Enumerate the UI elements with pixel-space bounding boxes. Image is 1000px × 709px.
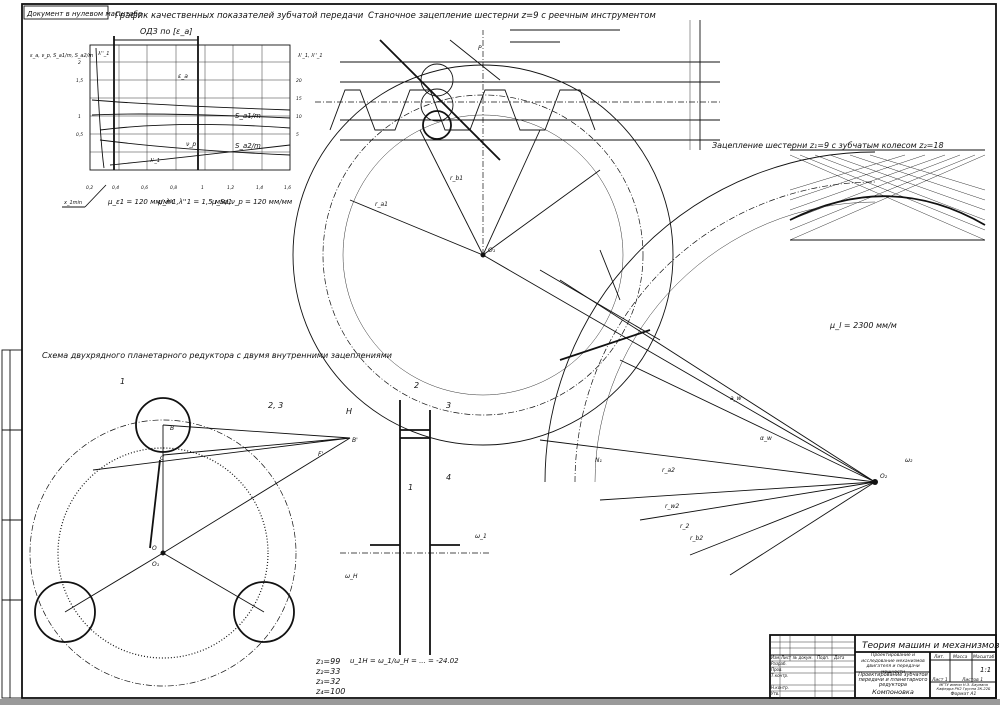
svg-text:r_b1: r_b1 xyxy=(450,175,463,182)
svg-text:B: B xyxy=(170,425,174,432)
stamp-box xyxy=(23,5,109,20)
svg-text:Н.контр.: Н.контр. xyxy=(771,685,789,690)
svg-text:C: C xyxy=(160,455,165,462)
svg-text:N₁: N₁ xyxy=(595,457,602,464)
svg-text:O: O xyxy=(152,545,157,552)
svg-text:1: 1 xyxy=(78,114,81,120)
svg-text:O₁: O₁ xyxy=(152,561,160,568)
svg-text:0,8: 0,8 xyxy=(170,185,177,191)
svg-text:1,2: 1,2 xyxy=(227,185,234,191)
side-strip xyxy=(1,349,23,699)
svg-text:Станочное зацепление шестерни: Станочное зацепление шестерни z=9 с рееч… xyxy=(368,11,656,21)
svg-text:5: 5 xyxy=(296,132,299,138)
svg-text:S_a2/m: S_a2/m xyxy=(235,142,261,150)
svg-text:ν_p: ν_p xyxy=(186,141,196,148)
svg-text:ω_H: ω_H xyxy=(345,573,358,580)
svg-text:0,5: 0,5 xyxy=(76,132,83,138)
svg-text:μ_λ'1,λ''1 = 1,5 мм/1: μ_λ'1,λ''1 = 1,5 мм/1 xyxy=(157,198,232,206)
svg-text:3: 3 xyxy=(446,401,451,410)
svg-text:Дата: Дата xyxy=(833,655,845,660)
svg-text:r_a1: r_a1 xyxy=(375,201,388,208)
svg-text:r_2: r_2 xyxy=(680,523,689,530)
svg-text:1: 1 xyxy=(120,377,125,386)
y-axis-left-label: ε_a, ν_p, S_a1/m, S_a2/m xyxy=(30,53,93,59)
svg-text:α_w: α_w xyxy=(760,435,772,442)
svg-text:1: 1 xyxy=(201,185,204,191)
planetary-scheme: Схема двухрядного планетарного редуктора… xyxy=(29,351,490,696)
svg-text:Разраб.: Разраб. xyxy=(771,661,787,666)
svg-text:ω₂: ω₂ xyxy=(905,457,913,464)
svg-text:r_b2: r_b2 xyxy=(690,535,703,542)
svg-text:Зацепление шестерни z₁=9 с зуб: Зацепление шестерни z₁=9 с зубчатым коле… xyxy=(712,141,944,150)
svg-text:№ докум.: № докум. xyxy=(792,655,813,660)
organization: МГТУ имени Н.Э. Баумана Кафедра РК2 Груп… xyxy=(936,683,991,691)
window-bottom-edge xyxy=(0,699,1000,705)
subject-title: Теория машин и механизмов xyxy=(862,641,1000,651)
svg-text:B': B' xyxy=(352,437,358,444)
svg-text:0,4: 0,4 xyxy=(112,185,119,191)
svg-text:Т.контр.: Т.контр. xyxy=(771,673,788,678)
document-subtitle: Компоновка xyxy=(872,688,914,696)
quality-chart: График качественных показателей зубчатой… xyxy=(30,11,364,208)
svg-text:ω_1: ω_1 xyxy=(475,533,487,540)
svg-text:Пров.: Пров. xyxy=(771,667,783,672)
svg-text:x_1min: x_1min xyxy=(63,200,82,206)
svg-text:Изм.: Изм. xyxy=(771,655,780,660)
svg-text:μ_l = 2300 мм/м: μ_l = 2300 мм/м xyxy=(829,321,897,330)
gear-ratio: u_1H = ω_1/ω_H = ... = -24.02 xyxy=(350,657,459,665)
svg-text:z₂=33: z₂=33 xyxy=(315,667,340,676)
svg-text:Подп.: Подп. xyxy=(817,655,829,660)
svg-text:z₃=32: z₃=32 xyxy=(315,677,340,686)
svg-text:20: 20 xyxy=(296,78,302,84)
odz-label: ОДЗ по [ε_a] xyxy=(140,27,192,36)
chart-title: График качественных показателей зубчатой… xyxy=(115,11,364,21)
y-axis-right-label: λ'_1, λ''_1 xyxy=(297,53,323,59)
svg-text:Масштаб: Масштаб xyxy=(973,654,995,660)
svg-text:2, 3: 2, 3 xyxy=(268,401,283,410)
svg-text:1,4: 1,4 xyxy=(256,185,263,191)
document-title: Проектирование зубчатой передачи и плане… xyxy=(858,672,928,689)
svg-text:H: H xyxy=(346,407,352,416)
svg-text:2: 2 xyxy=(78,60,81,66)
svg-text:Лист 1: Лист 1 xyxy=(931,677,948,683)
svg-text:Лит.: Лит. xyxy=(933,654,944,660)
svg-text:Масса: Масса xyxy=(953,654,968,660)
sheet-format: Формат А1 xyxy=(950,692,977,697)
svg-text:z₄=100: z₄=100 xyxy=(315,687,345,696)
stamp-label: Документ в нулевом масштабе xyxy=(26,10,142,18)
svg-text:μ_Sa,ν_p = 120 мм/мм: μ_Sa,ν_p = 120 мм/мм xyxy=(211,198,293,206)
svg-text:Утв.: Утв. xyxy=(771,691,779,696)
rack-mesh-drawing: Станочное зацепление шестерни z=9 с рееч… xyxy=(292,11,720,446)
svg-text:λ'_1: λ'_1 xyxy=(149,158,160,164)
svg-text:z₁=99: z₁=99 xyxy=(315,657,340,666)
svg-text:F': F' xyxy=(318,451,323,458)
svg-text:1:1: 1:1 xyxy=(980,666,991,674)
svg-text:4: 4 xyxy=(446,473,451,482)
svg-text:P: P xyxy=(478,45,482,52)
svg-text:μ_ε1 = 120 мм/мм: μ_ε1 = 120 мм/мм xyxy=(107,198,174,206)
svg-text:λ''_1: λ''_1 xyxy=(97,51,109,57)
gear-mesh-drawing: Зацепление шестерни z₁=9 с зубчатым коле… xyxy=(482,141,986,576)
svg-text:10: 10 xyxy=(296,114,302,120)
svg-text:r_w2: r_w2 xyxy=(665,503,679,510)
svg-text:O₂: O₂ xyxy=(880,473,888,480)
svg-text:r_a2: r_a2 xyxy=(662,467,675,474)
svg-text:1: 1 xyxy=(408,483,413,492)
svg-text:15: 15 xyxy=(296,96,302,102)
svg-text:O₁: O₁ xyxy=(488,247,496,254)
title-block: Изм. Лист № докум. Подп. Дата Разраб. Пр… xyxy=(769,634,1000,699)
svg-text:1,5: 1,5 xyxy=(76,78,83,84)
svg-text:0,2: 0,2 xyxy=(86,185,93,191)
svg-text:ε_a: ε_a xyxy=(178,73,188,80)
svg-text:2: 2 xyxy=(414,381,419,390)
svg-text:S_a1/m: S_a1/m xyxy=(235,112,261,120)
svg-text:Схема двухрядного планетарного: Схема двухрядного планетарного редуктора… xyxy=(42,351,392,360)
svg-text:Лист: Лист xyxy=(780,655,792,660)
svg-text:a_w: a_w xyxy=(730,395,742,402)
svg-text:0,6: 0,6 xyxy=(141,185,148,191)
document-description: Проектирование и исследование механизмов… xyxy=(861,653,925,675)
svg-text:1,6: 1,6 xyxy=(284,185,291,191)
svg-text:Листов 1: Листов 1 xyxy=(961,677,983,683)
